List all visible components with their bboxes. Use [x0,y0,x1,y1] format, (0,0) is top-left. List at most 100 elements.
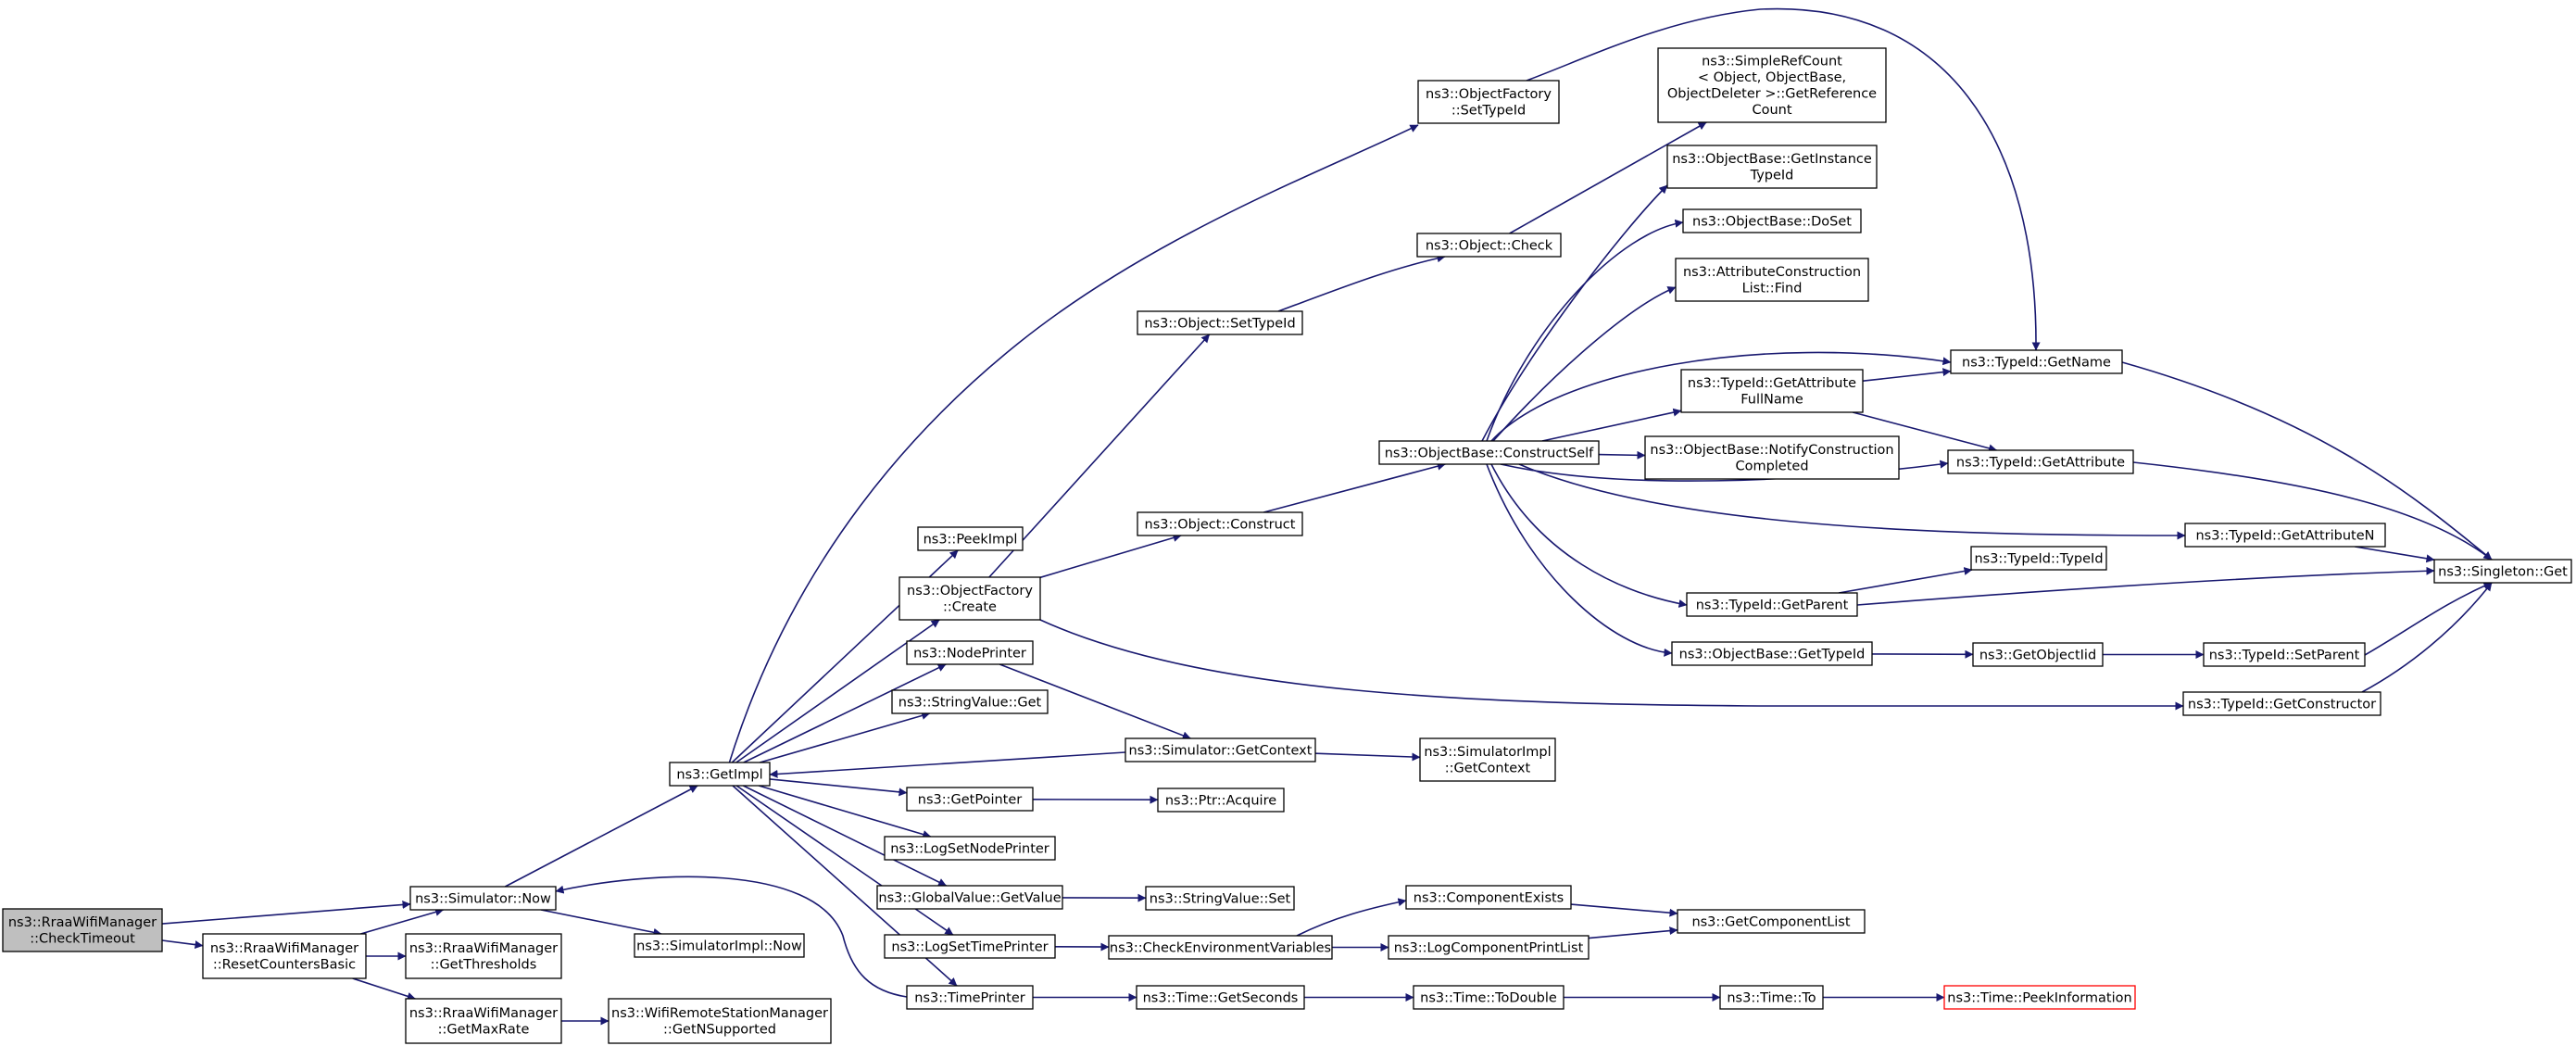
node-box [906,640,1034,665]
node-box [1686,592,1858,617]
node-logsettime[interactable]: ns3::LogSetTimePrinter [884,934,1056,959]
node-simimpl_now[interactable]: ns3::SimulatorImpl::Now [634,933,805,958]
node-label: ns3::LogSetNodePrinter [890,841,1049,856]
node-simimpl_getctx[interactable]: ns3::SimulatorImpl::GetContext [1419,737,1556,782]
node-logsetnode[interactable]: ns3::LogSetNodePrinter [884,836,1056,861]
node-tid_setparent[interactable]: ns3::TypeId::SetParent [2203,642,2366,667]
node-box [898,576,1041,621]
edge-tid_getattr-to-singleton [2132,461,2493,561]
edge-ob_construct-to-tid_getname [1490,351,1952,442]
node-time_todouble[interactable]: ns3::Time::ToDouble [1413,985,1564,1010]
node-checkenv[interactable]: ns3::CheckEnvironmentVariables [1108,935,1333,960]
edge-tid_getattrfull-to-tid_getattr [1852,411,1998,453]
node-getimpl[interactable]: ns3::GetImpl [669,762,771,787]
edge-ob_construct-to-ob_gettypeid [1486,463,1673,657]
node-label: ns3::RraaWifiManager [8,915,157,930]
node-time_to[interactable]: ns3::Time::To [1719,985,1824,1010]
edge-ob_construct-to-tid_getattrfull [1541,408,1682,442]
edge-getimpl-to-of_create [735,619,940,763]
node-sim_getctx[interactable]: ns3::Simulator::GetContext [1125,737,1316,762]
node-label: ::GetNSupported [663,1023,776,1038]
node-getobjectiid[interactable]: ns3::GetObjectIid [1972,642,2104,667]
node-label: ns3::RraaWifiManager [409,941,558,956]
node-ob_construct[interactable]: ns3::ObjectBase::ConstructSelf [1378,440,1600,465]
node-label: ns3::Ptr::Acquire [1165,793,1276,808]
node-nodeprinter[interactable]: ns3::NodePrinter [906,640,1034,665]
node-of_settypeid[interactable]: ns3::ObjectFactory::SetTypeId [1417,80,1560,124]
node-getnsupp[interactable]: ns3::WifiRemoteStationManager::GetNSuppo… [608,998,832,1044]
node-tid_getattr[interactable]: ns3::TypeId::GetAttribute [1947,449,2134,474]
node-ob_gettypeid[interactable]: ns3::ObjectBase::GetTypeId [1671,641,1873,666]
node-time_getsec[interactable]: ns3::Time::GetSeconds [1136,985,1305,1010]
edge-getimpl-to-getpointer [769,778,908,797]
node-getthr[interactable]: ns3::RraaWifiManager::GetThresholds [405,933,562,979]
node-label: FullName [1740,393,1803,408]
node-obj_construct[interactable]: ns3::Object::Construct [1137,511,1303,536]
node-strval_set[interactable]: ns3::StringValue::Set [1145,886,1295,911]
edge-tid_getparent-to-singleton [1856,566,2435,606]
node-box [917,526,1024,551]
node-gv_getvalue[interactable]: ns3::GlobalValue::GetValue [876,885,1063,910]
node-peekimpl[interactable]: ns3::PeekImpl [917,526,1024,551]
edge-compexists-to-getcomplist [1570,903,1678,917]
node-getcomplist[interactable]: ns3::GetComponentList [1677,909,1866,934]
node-box [1108,935,1333,960]
edge-checktimeout-to-reset [161,939,204,950]
node-singleton[interactable]: ns3::Singleton::Get [2433,559,2572,584]
node-label: ::ResetCountersBasic [213,958,356,973]
node-reset[interactable]: ns3::RraaWifiManager::ResetCountersBasic [202,933,367,979]
node-box [1657,47,1887,123]
node-box [1950,349,2123,374]
node-box [405,998,562,1044]
edge-ob_construct-to-tid_getparent [1490,463,1688,608]
edge-of_create-to-tid_getctor [1039,619,2184,711]
node-tid_getname[interactable]: ns3::TypeId::GetName [1950,349,2123,374]
edge-timeprinter-to-sim_now [555,876,908,998]
node-label: Completed [1735,460,1808,474]
edge-sim_now-to-simimpl_now [540,909,662,937]
node-box [2433,559,2572,584]
edge-obj_settypeid-to-obj_check [1277,254,1446,312]
node-label: TypeId [1750,169,1794,183]
node-of_create[interactable]: ns3::ObjectFactory::Create [898,576,1041,621]
node-sim_now[interactable]: ns3::Simulator::Now [409,886,557,911]
node-label: ::GetThresholds [431,958,537,973]
node-obj_settypeid[interactable]: ns3::Object::SetTypeId [1137,310,1303,335]
node-label: ns3::SimpleRefCount [1702,55,1842,69]
node-label: < Object, ObjectBase, [1698,70,1846,85]
node-label: ns3::Singleton::Get [2438,564,2568,579]
edge-sim_getctx-to-simimpl_getctx [1314,752,1421,762]
node-ptr_acquire[interactable]: ns3::Ptr::Acquire [1157,788,1285,813]
node-timeprinter[interactable]: ns3::TimePrinter [906,985,1034,1010]
node-label: ns3::RraaWifiManager [210,941,358,956]
node-ob_doset[interactable]: ns3::ObjectBase::DoSet [1682,208,1862,233]
node-time_peek[interactable]: ns3::Time::PeekInformation [1943,985,2136,1010]
node-getpointer[interactable]: ns3::GetPointer [906,787,1034,812]
node-simplerefcount[interactable]: ns3::SimpleRefCount< Object, ObjectBase,… [1657,47,1887,123]
node-compexists[interactable]: ns3::ComponentExists [1405,885,1572,910]
node-tid_getattrn[interactable]: ns3::TypeId::GetAttributeN [2184,523,2386,548]
node-tid_getparent[interactable]: ns3::TypeId::GetParent [1686,592,1858,617]
node-obj_check[interactable]: ns3::Object::Check [1416,233,1562,258]
node-logcompprint[interactable]: ns3::LogComponentPrintList [1388,935,1590,960]
node-box [1675,258,1869,302]
edge-logcompprint-to-getcomplist [1588,926,1678,939]
node-box [202,933,367,979]
node-tid_typeid[interactable]: ns3::TypeId::TypeId [1970,546,2107,571]
node-label: ns3::TypeId::TypeId [1974,551,2103,566]
node-strval_get[interactable]: ns3::StringValue::Get [891,689,1049,714]
node-getmaxrate[interactable]: ns3::RraaWifiManager::GetMaxRate [405,998,562,1044]
node-ob_notify[interactable]: ns3::ObjectBase::NotifyConstructionCompl… [1644,435,1900,480]
node-box [1644,435,1900,480]
node-label: ::GetMaxRate [438,1023,530,1038]
node-label: ::SetTypeId [1451,104,1526,119]
node-box [405,933,562,979]
node-label: ns3::Object::Check [1426,238,1553,253]
node-tid_getctor[interactable]: ns3::TypeId::GetConstructor [2182,691,2381,716]
edge-tid_setparent-to-singleton [2364,582,2493,656]
node-label: List::Find [1742,282,1803,296]
node-label: ::CheckTimeout [30,932,135,947]
